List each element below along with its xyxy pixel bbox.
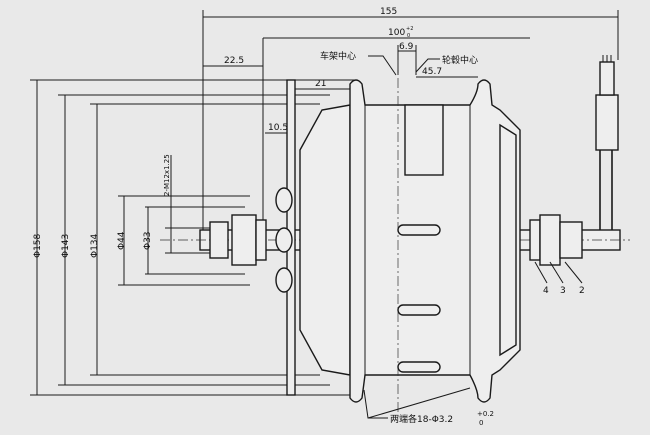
connector [595, 94, 619, 151]
left-nut [209, 221, 229, 259]
spoke-hole-note: 两端各18-Φ3.2 +0.2 0 [363, 387, 494, 427]
callout-4: 4 [543, 286, 549, 296]
cable-connector [595, 55, 619, 230]
extension-lines [30, 79, 355, 396]
dim-45-7: 45.7 [422, 67, 442, 77]
slot-bottom [397, 361, 441, 373]
callout-2: 2 [579, 286, 585, 296]
hub-center-label: 轮毂中心 [442, 54, 478, 66]
dim-100: 100 [388, 28, 405, 38]
dim-100-tol-lower: 0 [407, 33, 410, 39]
slot-top [397, 224, 441, 236]
dim-100-tol-upper: +2 [406, 26, 413, 32]
dimension-overall: 155 [202, 7, 619, 240]
dim-dia-44: Φ44 [117, 231, 127, 250]
dim-thread: 2-M12x1.25 [163, 154, 171, 196]
spoke-hole-tol-lower: 0 [479, 419, 483, 427]
dim-22-5: 22.5 [224, 56, 244, 66]
dimension-offset: 6.9 45.7 车架中心 轮毂中心 [320, 42, 478, 78]
disc-bolts [275, 187, 293, 293]
dimension-flange-spacing: 100 +2 0 [262, 26, 530, 240]
spoke-hole-tol-upper: +0.2 [477, 410, 494, 418]
slot-mid [397, 304, 441, 316]
right-nut [529, 219, 541, 261]
brand-logo [404, 104, 444, 176]
dim-10-5: 10.5 [268, 123, 288, 133]
callout-3: 3 [560, 286, 566, 296]
dim-dia-143: Φ143 [61, 234, 71, 258]
frame-center-label: 车架中心 [320, 50, 356, 62]
dim-6-9: 6.9 [399, 42, 414, 52]
spoke-hole-label: 两端各18-Φ3.2 [390, 413, 453, 425]
hub-shell [299, 60, 521, 420]
dim-21: 21 [315, 79, 326, 89]
dim-dia-134: Φ134 [90, 233, 100, 258]
part-callouts: 4 3 2 [534, 261, 585, 296]
dim-dia-33: Φ33 [143, 231, 153, 250]
dim-dia-158: Φ158 [33, 233, 43, 258]
diameter-dimensions: Φ158 Φ143 Φ134 Φ44 Φ33 2-M12x1.25 [33, 80, 172, 395]
dim-155: 155 [380, 7, 397, 17]
